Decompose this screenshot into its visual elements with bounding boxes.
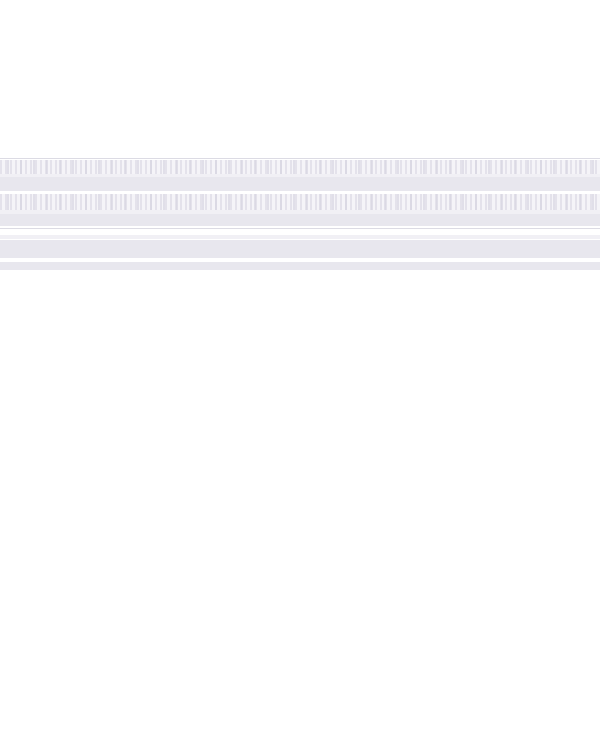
skeleton-stripe xyxy=(0,240,600,258)
skeleton-gap xyxy=(0,191,600,194)
skeleton-line xyxy=(0,158,600,159)
skeleton-stripe xyxy=(0,210,600,214)
skeleton-gap xyxy=(0,258,600,262)
skeleton-stripe xyxy=(0,235,600,239)
skeleton-stripe xyxy=(0,160,600,174)
skeleton-stripe xyxy=(0,262,600,270)
skeleton-line xyxy=(0,228,600,229)
skeleton-stripe xyxy=(0,174,600,177)
skeleton-stripe xyxy=(0,214,600,226)
skeleton-stripe xyxy=(0,194,600,210)
skeleton-placeholder-band xyxy=(0,158,600,272)
skeleton-stripe xyxy=(0,177,600,191)
skeleton-gap xyxy=(0,229,600,235)
